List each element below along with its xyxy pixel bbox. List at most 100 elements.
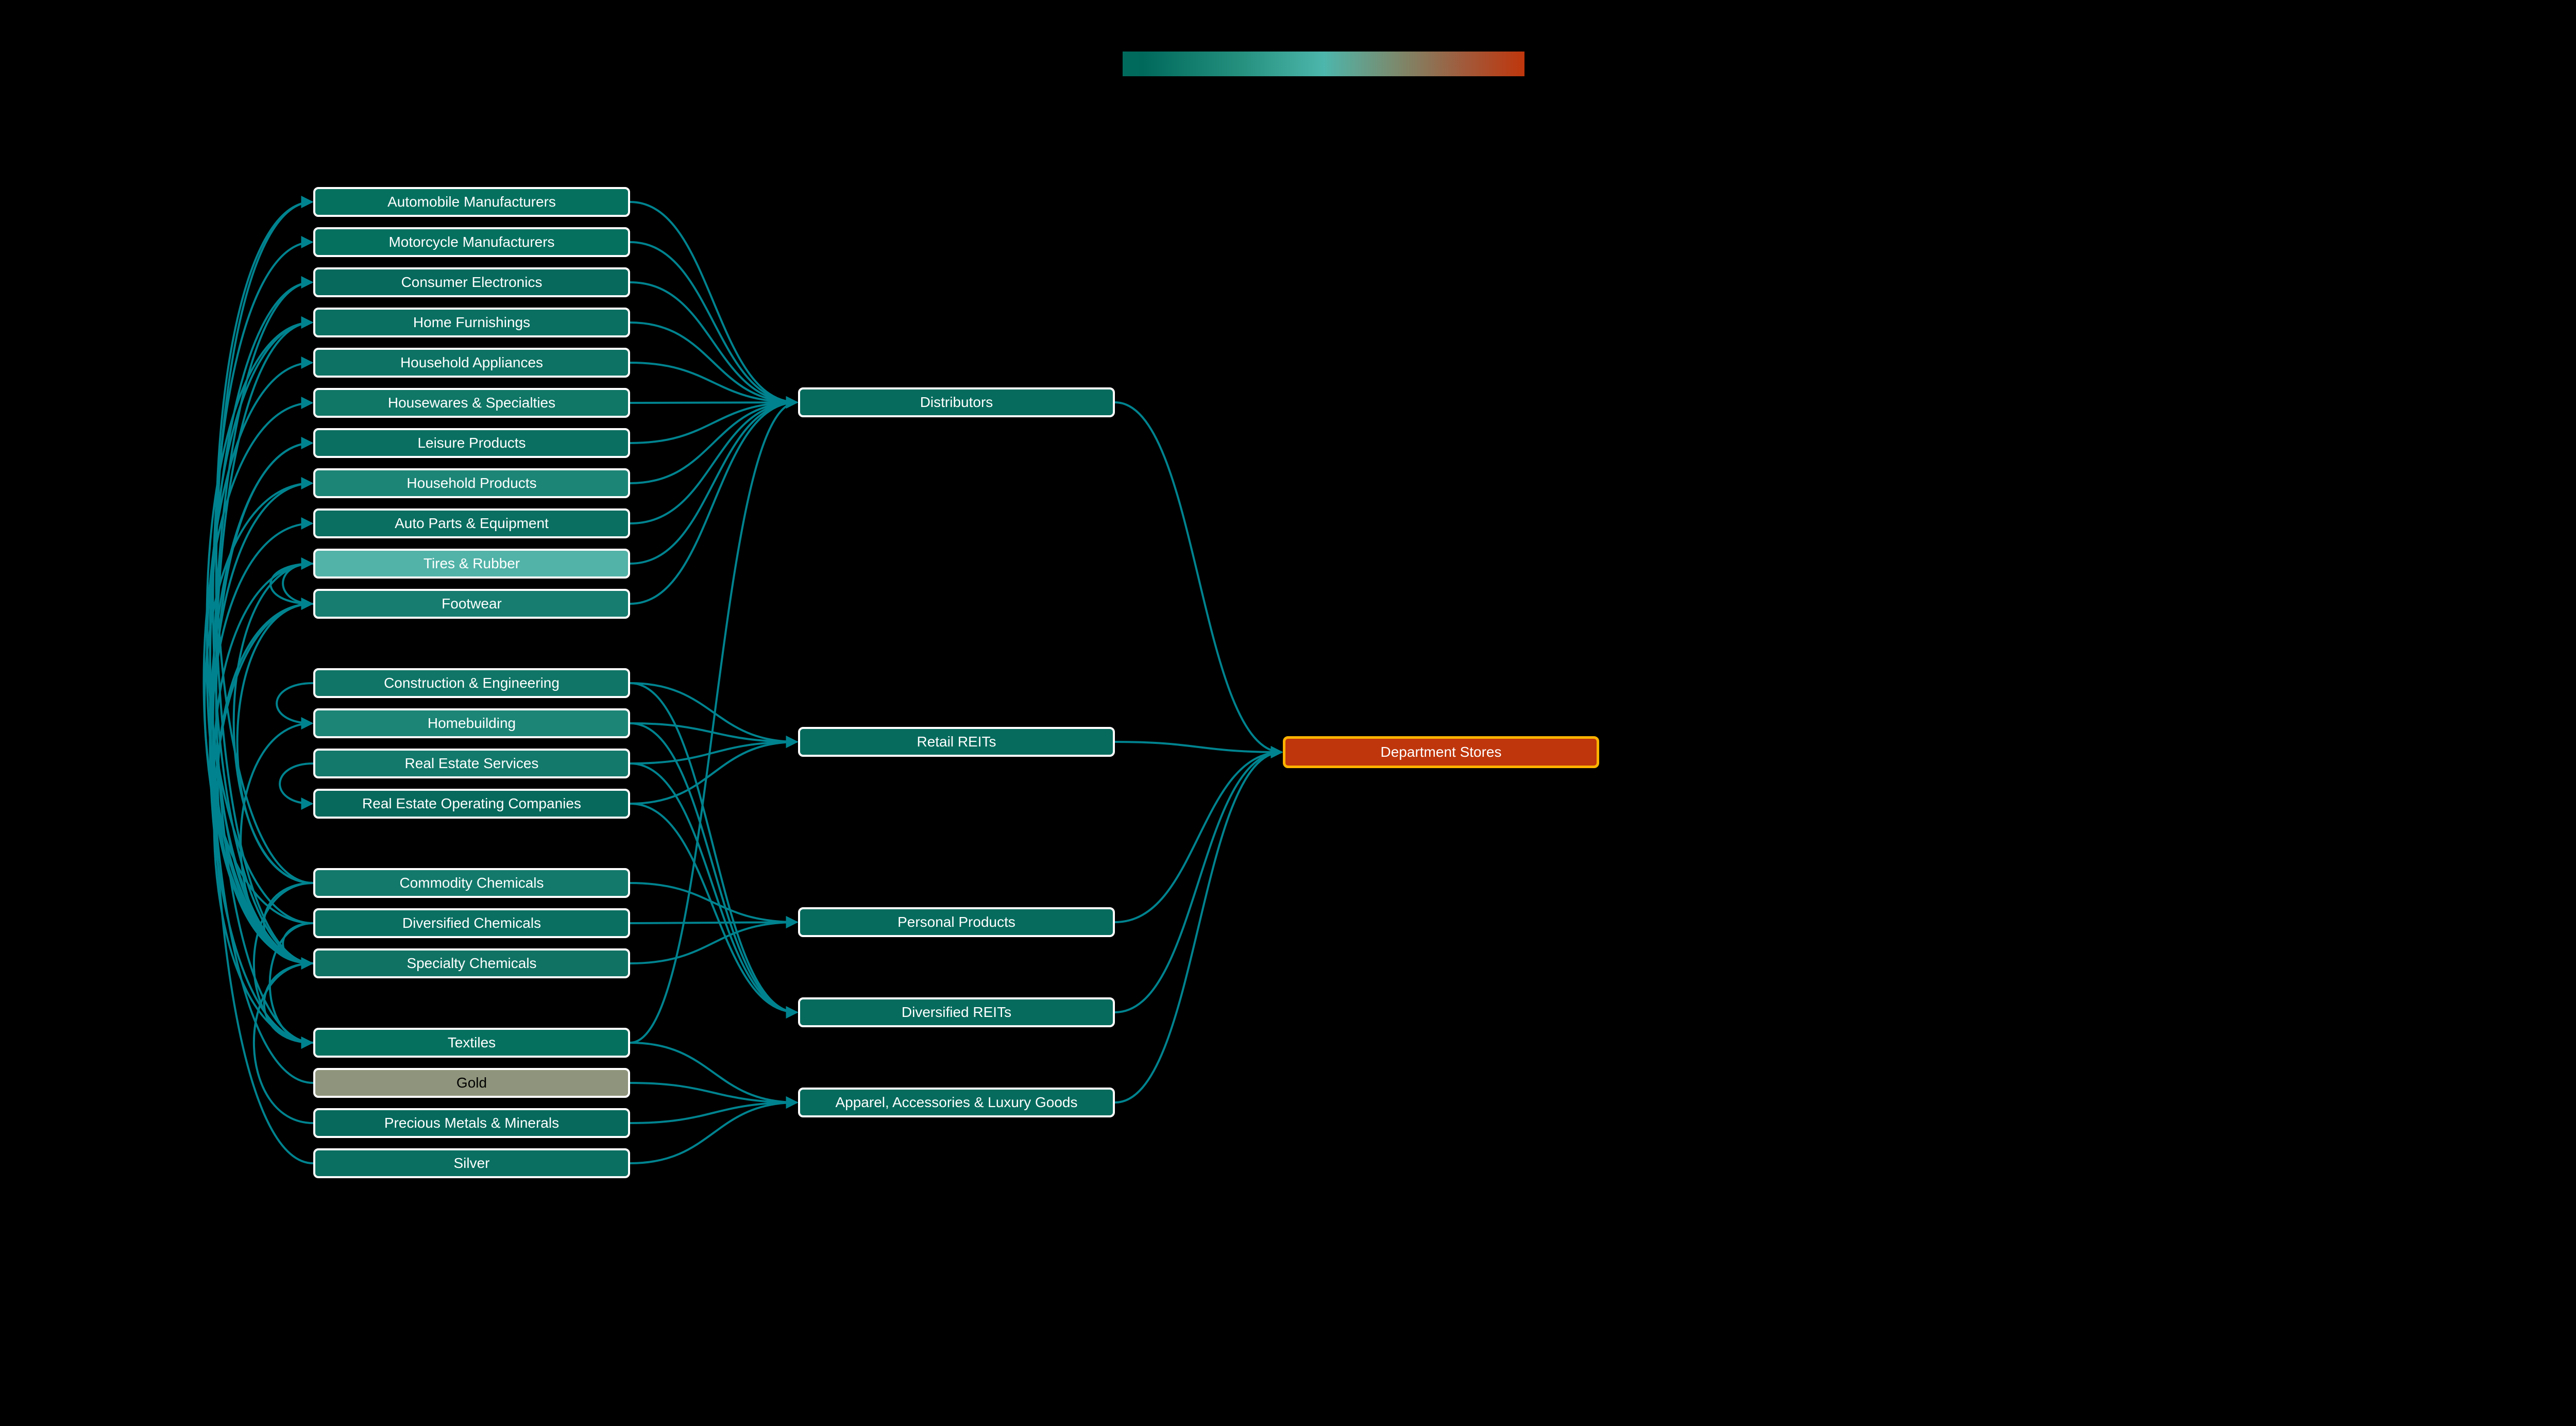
back-edge-commodity-chemicals-to-automobile-manufacturers	[215, 196, 314, 884]
node-real-estate-services[interactable]: Real Estate Services	[313, 749, 630, 778]
back-edge-specialty-chemicals-to-motorcycle-manufacturers	[212, 236, 314, 964]
node-retail-reits[interactable]: Retail REITs	[798, 727, 1115, 757]
edge-household-products-to-distributors	[630, 396, 799, 484]
node-tires-rubber[interactable]: Tires & Rubber	[313, 549, 630, 579]
node-personal-products[interactable]: Personal Products	[798, 907, 1115, 937]
edge-apparel-accessories-luxury-goods-to-department-stores	[1114, 746, 1283, 1104]
node-label: Apparel, Accessories & Luxury Goods	[835, 1094, 1078, 1110]
edge-real-estate-operating-companies-to-diversified-reits	[630, 803, 799, 1018]
node-consumer-electronics[interactable]: Consumer Electronics	[313, 267, 630, 297]
edge-consumer-electronics-to-distributors	[630, 281, 799, 409]
back-edge-precious-metals-minerals-to-specialty-chemicals	[252, 957, 314, 1124]
edge-auto-parts-equipment-to-distributors	[630, 396, 799, 524]
node-diversified-chemicals[interactable]: Diversified Chemicals	[313, 908, 630, 938]
back-edge-commodity-chemicals-to-textiles	[252, 882, 314, 1049]
node-label: Consumer Electronics	[401, 274, 543, 290]
node-label: Retail REITs	[917, 734, 996, 750]
node-precious-metals-minerals[interactable]: Precious Metals & Minerals	[313, 1108, 630, 1138]
edge-household-appliances-to-distributors	[630, 362, 799, 409]
node-household-appliances[interactable]: Household Appliances	[313, 348, 630, 378]
edge-distributors-to-department-stores	[1114, 401, 1283, 758]
node-department-stores[interactable]: Department Stores	[1283, 736, 1599, 768]
node-label: Footwear	[442, 596, 502, 612]
node-footwear[interactable]: Footwear	[313, 589, 630, 619]
back-edge-diversified-chemicals-to-textiles	[268, 922, 314, 1049]
edge-motorcycle-manufacturers-to-distributors	[630, 241, 799, 409]
edge-housewares-specialties-to-distributors	[630, 396, 799, 409]
edge-automobile-manufacturers-to-distributors	[630, 201, 799, 409]
node-commodity-chemicals[interactable]: Commodity Chemicals	[313, 868, 630, 898]
edge-real-estate-operating-companies-to-retail-reits	[630, 736, 799, 805]
back-edge-commodity-chemicals-to-footwear	[236, 598, 314, 884]
node-label: Leisure Products	[417, 435, 526, 451]
node-automobile-manufacturers[interactable]: Automobile Manufacturers	[313, 187, 630, 217]
edge-real-estate-services-to-retail-reits	[630, 736, 799, 765]
node-label: Auto Parts & Equipment	[395, 515, 549, 531]
edge-home-furnishings-to-distributors	[630, 321, 799, 409]
back-edge-commodity-chemicals-to-specialty-chemicals	[263, 882, 314, 970]
node-household-products[interactable]: Household Products	[313, 468, 630, 498]
edge-retail-reits-to-department-stores	[1114, 741, 1283, 758]
node-auto-parts-equipment[interactable]: Auto Parts & Equipment	[313, 508, 630, 538]
node-gold[interactable]: Gold	[313, 1068, 630, 1098]
back-edge-silver-to-consumer-electronics	[212, 276, 314, 1164]
node-label: Specialty Chemicals	[406, 955, 537, 971]
edge-textiles-to-apparel-accessories-luxury-goods	[630, 1042, 799, 1109]
node-specialty-chemicals[interactable]: Specialty Chemicals	[313, 948, 630, 978]
node-apparel-accessories-luxury-goods[interactable]: Apparel, Accessories & Luxury Goods	[798, 1088, 1115, 1117]
edge-homebuilding-to-retail-reits	[630, 722, 799, 748]
node-homebuilding[interactable]: Homebuilding	[313, 708, 630, 738]
node-home-furnishings[interactable]: Home Furnishings	[313, 308, 630, 337]
edge-leisure-products-to-distributors	[630, 396, 799, 444]
back-edge-diversified-chemicals-to-specialty-chemicals	[282, 922, 314, 970]
node-label: Home Furnishings	[413, 314, 531, 330]
node-label: Silver	[453, 1155, 490, 1171]
back-edge-specialty-chemicals-to-homebuilding	[240, 717, 314, 964]
edge-construction-engineering-to-retail-reits	[630, 682, 799, 748]
node-label: Real Estate Operating Companies	[362, 795, 581, 811]
node-real-estate-operating-companies[interactable]: Real Estate Operating Companies	[313, 789, 630, 819]
node-label: Real Estate Services	[404, 755, 539, 771]
node-label: Tires & Rubber	[423, 555, 520, 571]
edge-construction-engineering-to-diversified-reits	[630, 682, 799, 1018]
node-label: Precious Metals & Minerals	[384, 1115, 560, 1131]
back-edge-construction-engineering-to-homebuilding	[276, 682, 314, 729]
node-label: Diversified Chemicals	[402, 915, 541, 931]
back-edge-gold-to-consumer-electronics	[209, 276, 314, 1084]
node-construction-engineering[interactable]: Construction & Engineering	[313, 668, 630, 698]
node-motorcycle-manufacturers[interactable]: Motorcycle Manufacturers	[313, 227, 630, 257]
node-label: Diversified REITs	[901, 1004, 1012, 1020]
node-label: Household Products	[406, 475, 537, 491]
node-label: Commodity Chemicals	[399, 875, 544, 891]
node-label: Gold	[456, 1075, 487, 1091]
node-label: Distributors	[920, 394, 993, 410]
node-silver[interactable]: Silver	[313, 1148, 630, 1178]
node-label: Textiles	[447, 1034, 496, 1050]
edge-footwear-to-distributors	[630, 396, 799, 605]
node-label: Personal Products	[897, 914, 1015, 930]
back-edge-real-estate-services-to-real-estate-operating-companies	[279, 762, 314, 810]
edge-diversified-chemicals-to-personal-products	[630, 916, 799, 929]
edge-homebuilding-to-diversified-reits	[630, 722, 799, 1018]
node-textiles[interactable]: Textiles	[313, 1028, 630, 1058]
back-edge-specialty-chemicals-to-footwear	[216, 598, 314, 964]
node-label: Department Stores	[1380, 744, 1502, 760]
node-label: Household Appliances	[400, 354, 544, 370]
edge-real-estate-services-to-diversified-reits	[630, 762, 799, 1018]
node-leisure-products[interactable]: Leisure Products	[313, 428, 630, 458]
edge-specialty-chemicals-to-personal-products	[630, 916, 799, 964]
edge-silver-to-apparel-accessories-luxury-goods	[630, 1096, 799, 1164]
color-scale-legend	[1123, 52, 1524, 76]
edge-tires-rubber-to-distributors	[630, 396, 799, 565]
edge-textiles-to-distributors	[630, 396, 799, 1044]
edge-personal-products-to-department-stores	[1114, 746, 1283, 923]
node-label: Housewares & Specialties	[387, 395, 556, 411]
node-distributors[interactable]: Distributors	[798, 387, 1115, 417]
node-housewares-specialties[interactable]: Housewares & Specialties	[313, 388, 630, 418]
node-diversified-reits[interactable]: Diversified REITs	[798, 997, 1115, 1027]
back-edge-textiles-to-leisure-products	[209, 437, 314, 1044]
edge-precious-metals-minerals-to-apparel-accessories-luxury-goods	[630, 1096, 799, 1124]
back-edge-diversified-chemicals-to-home-furnishings	[206, 316, 314, 924]
back-edge-footwear-to-tires-rubber	[282, 557, 314, 605]
